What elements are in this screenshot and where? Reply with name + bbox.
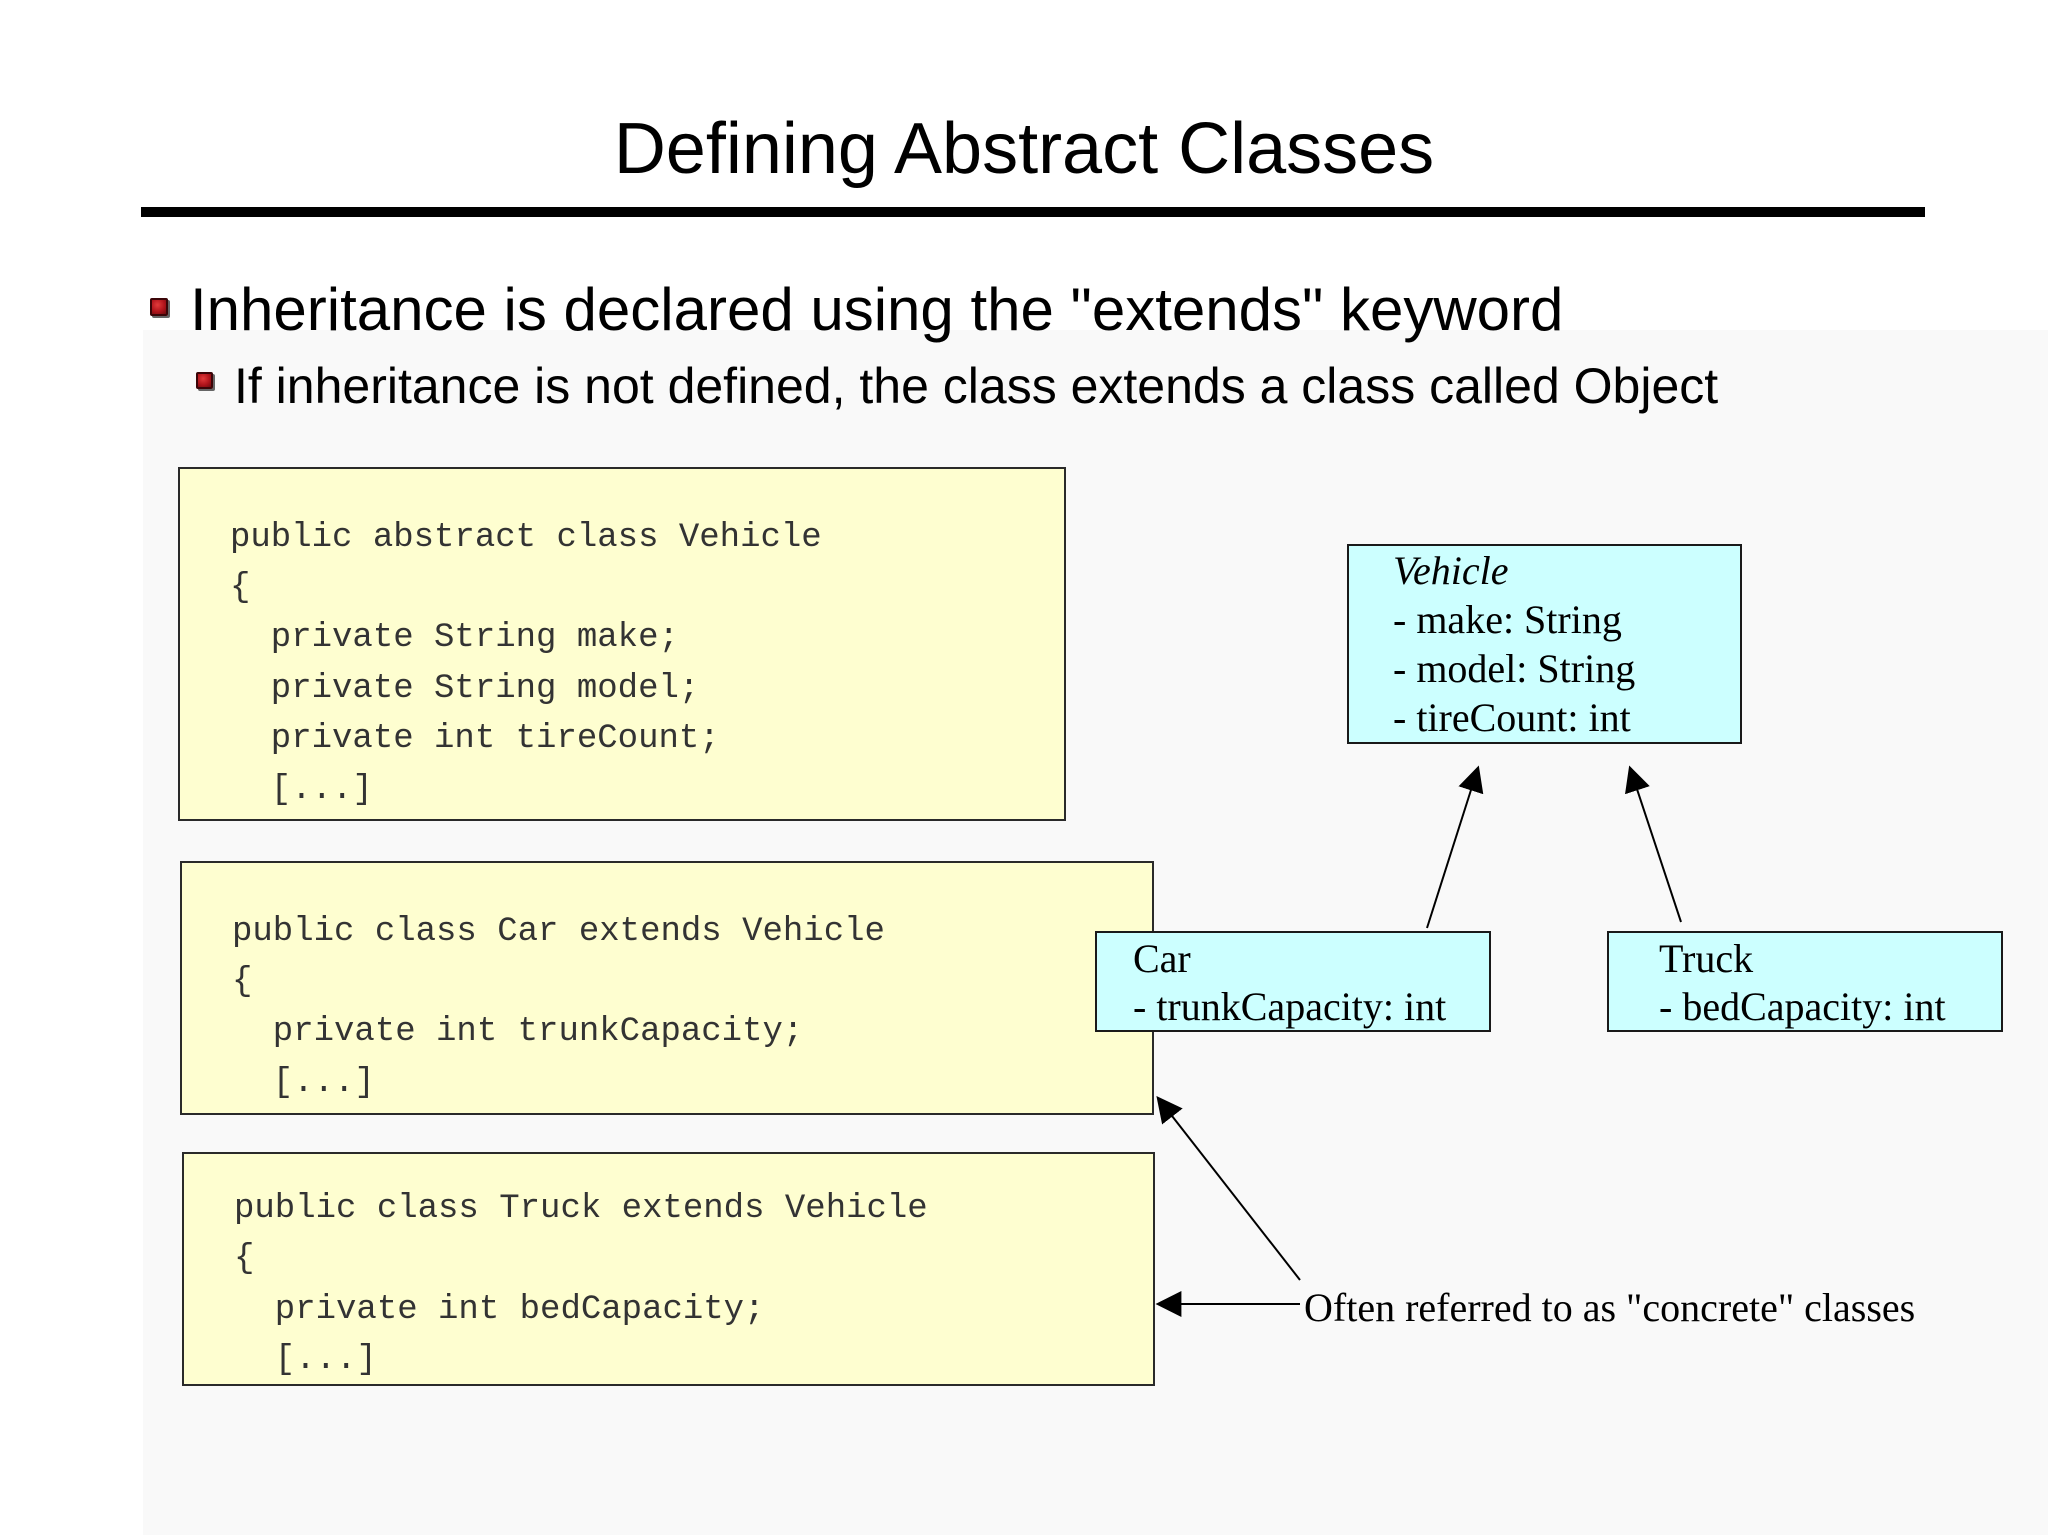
code-block-car: public class Car extends Vehicle { priva… <box>180 861 1154 1115</box>
concrete-classes-caption: Often referred to as "concrete" classes <box>1304 1285 1916 1330</box>
uml-field: - model: String <box>1393 646 1636 691</box>
uml-class-name: Vehicle <box>1393 548 1509 593</box>
sub-bullet-square-icon <box>196 372 213 389</box>
bullet-text-primary: Inheritance is declared using the "exten… <box>190 276 1564 343</box>
code-line: public class Truck extends Vehicle <box>234 1190 928 1228</box>
code-line: public class Car extends Vehicle <box>232 913 885 951</box>
code-line: [...] <box>232 1064 375 1102</box>
uml-field: - make: String <box>1393 597 1622 642</box>
slide-title: Defining Abstract Classes <box>613 109 1435 189</box>
uml-class-vehicle: Vehicle - make: String - model: String -… <box>1347 544 1742 744</box>
caption-arrow-car <box>1156 1095 1301 1281</box>
code-line: public abstract class Vehicle <box>230 519 822 557</box>
bullet-square-icon <box>150 298 168 316</box>
uml-class-car: Car - trunkCapacity: int <box>1095 931 1491 1032</box>
uml-class-name: Car <box>1133 936 1191 981</box>
code-line: private int bedCapacity; <box>234 1291 765 1329</box>
code-line: { <box>232 963 253 1001</box>
inherits-arrow-truck <box>1625 765 1682 923</box>
uml-field: - trunkCapacity: int <box>1133 984 1447 1029</box>
code-block-vehicle: public abstract class Vehicle { private … <box>178 467 1066 821</box>
code-line: [...] <box>234 1341 377 1379</box>
bullet-text-secondary: If inheritance is not defined, the class… <box>234 358 1719 414</box>
code-line: [...] <box>230 771 373 809</box>
uml-class-truck: Truck - bedCapacity: int <box>1607 931 2003 1032</box>
title-divider <box>141 207 1925 217</box>
inherits-arrow-car <box>1426 765 1484 929</box>
code-block-truck: public class Truck extends Vehicle { pri… <box>182 1152 1155 1386</box>
uml-field: - bedCapacity: int <box>1659 984 1946 1029</box>
code-line: private int trunkCapacity; <box>232 1013 804 1051</box>
code-line: { <box>230 569 251 607</box>
uml-class-name: Truck <box>1659 936 1754 981</box>
code-line: { <box>234 1240 255 1278</box>
code-line: private String model; <box>230 670 700 708</box>
uml-field: - tireCount: int <box>1393 695 1631 740</box>
code-line: private int tireCount; <box>230 720 720 758</box>
code-line: private String make; <box>230 619 679 657</box>
